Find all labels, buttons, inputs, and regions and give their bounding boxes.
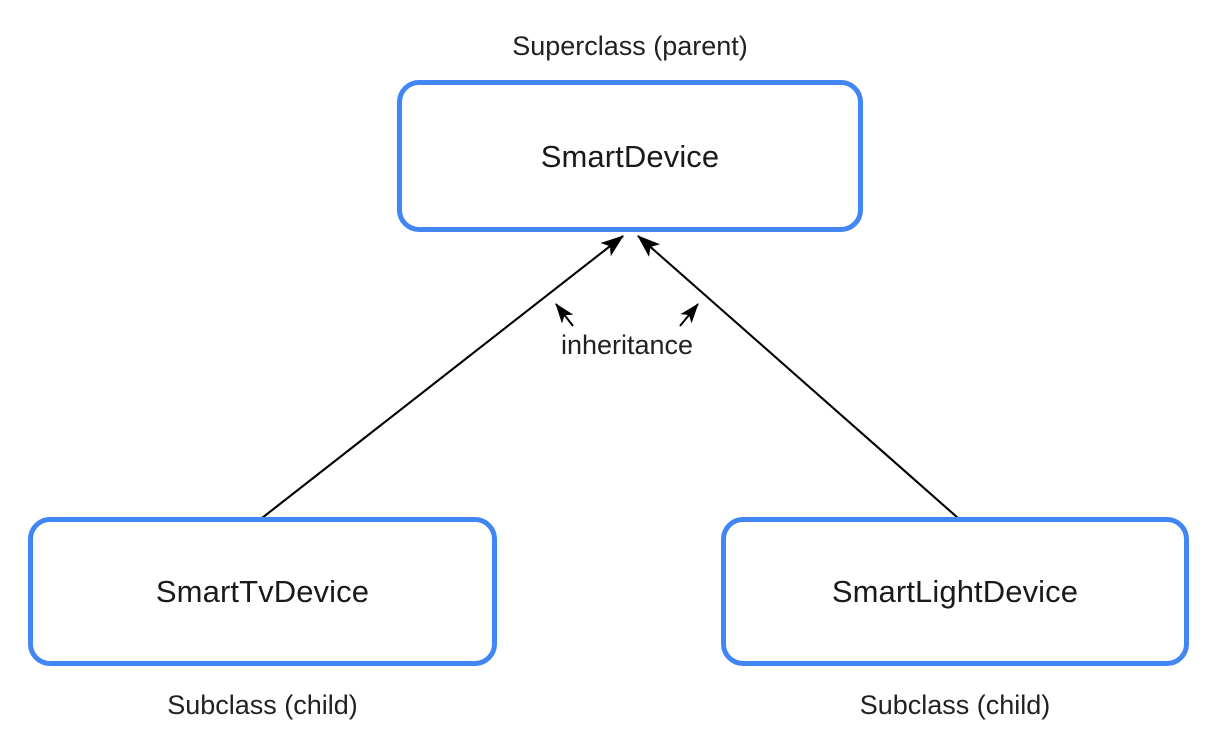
class-name-smarttvdevice: SmartTvDevice <box>155 574 370 609</box>
class-box-smarttvdevice[interactable]: SmartTvDevice <box>28 517 497 666</box>
class-box-smartlightdevice[interactable]: SmartLightDevice <box>721 517 1189 666</box>
superclass-caption: Superclass (parent) <box>512 31 748 61</box>
class-name-smartdevice: SmartDevice <box>540 138 720 174</box>
inheritance-label: inheritance <box>560 330 694 360</box>
subclass-caption-smartlightdevice: Subclass (child) <box>859 690 1051 720</box>
class-name-smartlightdevice: SmartLightDevice <box>831 574 1079 609</box>
edge-smarttvdevice-to-smartdevice <box>261 235 624 519</box>
class-box-smartdevice[interactable]: SmartDevice <box>397 80 863 232</box>
inheritance-pointer-right-icon <box>679 303 699 327</box>
inheritance-pointer-left-icon <box>555 303 574 327</box>
subclass-caption-smarttvdevice: Subclass (child) <box>167 690 358 720</box>
edge-smartlightdevice-to-smartdevice <box>637 235 959 519</box>
